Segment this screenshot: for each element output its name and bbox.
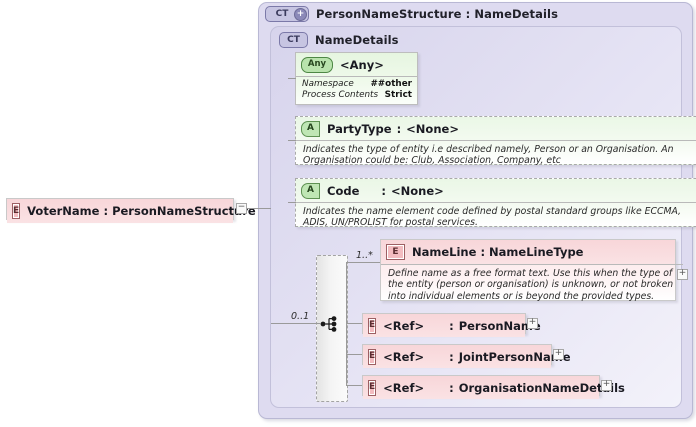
element-icon: E (368, 317, 377, 334)
any-label: <Any> (340, 57, 384, 72)
attribute-label: Code:<None> (327, 183, 444, 198)
element-ref-person-name[interactable]: E <Ref>:PersonName (362, 313, 541, 337)
attribute-label: PartyType:<None> (327, 121, 459, 136)
element-ref-joint-person-name[interactable]: E <Ref>:JointPersonName (362, 344, 571, 368)
connector-to-compositor (271, 323, 321, 324)
any-property-value: ##other (370, 79, 412, 89)
element-icon: E (368, 348, 377, 365)
complextype-icon[interactable]: CT (279, 32, 308, 48)
complextype-inner-title: NameDetails (315, 33, 399, 47)
cardinality-compositor: 0..1 (291, 311, 310, 322)
choice-icon[interactable] (320, 312, 344, 336)
element-label: <Ref>:PersonName (383, 318, 541, 333)
connector-branch-vertical-nameline (346, 262, 347, 324)
ref-person-name-expand-toggle[interactable]: + (527, 317, 538, 329)
connector-branch-vertical-ref2 (346, 323, 347, 355)
complextype-plus-icon[interactable]: CT (265, 6, 309, 22)
element-label: <Ref>:JointPersonName (383, 349, 571, 364)
connector-branch-vertical-ref3 (346, 354, 347, 386)
element-documentation: Define name as a free format text. Use t… (381, 264, 683, 306)
element-label: <Ref>:OrganisationNameDetails (383, 380, 625, 395)
any-icon: Any (301, 56, 333, 73)
ref-joint-person-name-expand-toggle[interactable]: + (553, 348, 564, 360)
element-icon: E (12, 203, 21, 219)
attribute-party-type[interactable]: A PartyType:<None> Indicates the type of… (295, 116, 696, 166)
element-label: NameLine:NameLineType (412, 245, 584, 259)
attribute-documentation: Indicates the type of entity i.e describ… (296, 140, 696, 171)
connector-to-ref-organisation (346, 385, 362, 386)
connector-stub-party-type (288, 140, 296, 141)
connector-root-to-container (247, 208, 271, 209)
complextype-outer-title: PersonNameStructure : NameDetails (316, 7, 559, 21)
connector-to-ref-joint-person-name (346, 354, 362, 355)
cardinality-name-line: 1..* (356, 250, 373, 261)
attribute-icon: A (301, 120, 320, 137)
any-node[interactable]: Any <Any> Namespace ##other Process Cont… (295, 52, 418, 105)
root-element-label: VoterName:PersonNameStructure (27, 204, 256, 218)
connector-stub-any (288, 78, 296, 79)
connector-to-ref-person-name (346, 323, 362, 324)
root-element-collapse-toggle[interactable]: − (236, 202, 247, 214)
complextype-outer-header: CT PersonNameStructure : NameDetails (265, 6, 558, 22)
name-line-expand-toggle[interactable]: + (677, 268, 688, 280)
any-property-row: Namespace ##other (302, 79, 412, 90)
element-icon: E (386, 244, 405, 260)
attribute-code[interactable]: A Code:<None> Indicates the name element… (295, 178, 696, 228)
attribute-documentation: Indicates the name element code defined … (296, 202, 696, 233)
any-property-key: Namespace (302, 79, 354, 89)
root-element-voter-name[interactable]: E VoterName:PersonNameStructure (6, 198, 256, 223)
plus-icon[interactable] (294, 8, 307, 21)
connector-stub-code (288, 202, 296, 203)
any-properties: Namespace ##other Process Contents Stric… (296, 76, 417, 103)
element-icon: E (368, 379, 377, 396)
any-property-row: Process Contents Strict (302, 90, 412, 101)
complextype-badge-label: CT (275, 8, 289, 19)
ref-organisation-name-details-expand-toggle[interactable]: + (601, 379, 612, 391)
element-ref-organisation-name-details[interactable]: E <Ref>:OrganisationNameDetails (362, 375, 625, 399)
any-property-key: Process Contents (302, 89, 379, 100)
complextype-inner-header: CT NameDetails (279, 32, 399, 48)
any-property-value: Strict (384, 89, 412, 100)
attribute-icon: A (301, 182, 320, 199)
connector-branch-to-nameline (346, 262, 380, 263)
element-name-line[interactable]: E NameLine:NameLineType Define name as a… (380, 239, 683, 302)
